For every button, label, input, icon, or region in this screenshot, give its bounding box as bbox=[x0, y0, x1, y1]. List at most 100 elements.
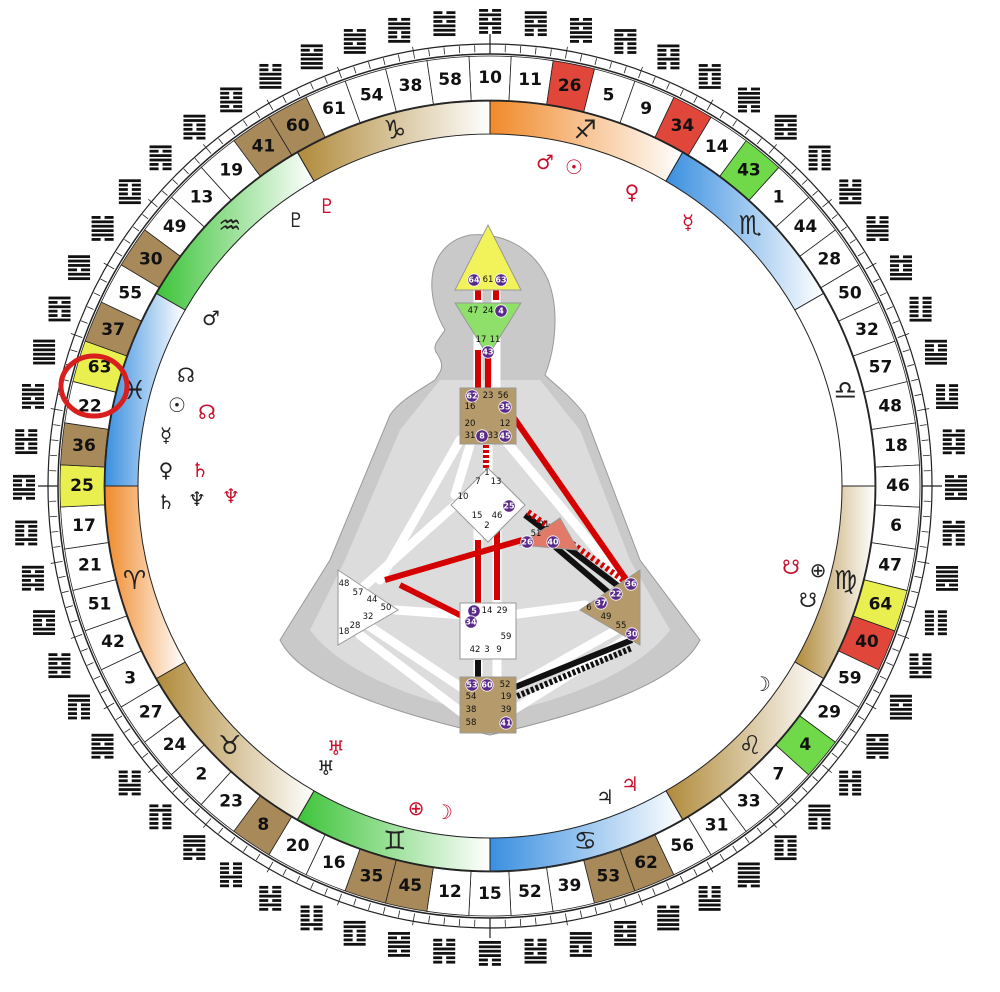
hexagram-icon bbox=[890, 255, 913, 281]
zodiac-sign: ♎ bbox=[834, 376, 857, 406]
gate-number: 45 bbox=[398, 876, 422, 896]
gate-number: 62 bbox=[634, 853, 658, 873]
gate-number: 19 bbox=[219, 161, 243, 181]
activation-badge bbox=[499, 716, 513, 730]
center-gate-label: 43 bbox=[482, 348, 493, 357]
gate-number: 18 bbox=[884, 436, 908, 456]
hexagram-icon bbox=[909, 296, 932, 322]
center-gate-label: 35 bbox=[499, 403, 511, 412]
center-gate-label: 9 bbox=[496, 645, 501, 655]
planet-glyph: ☋ bbox=[799, 588, 817, 612]
gate-number: 58 bbox=[438, 70, 462, 90]
center-gate-label: 5 bbox=[471, 607, 477, 616]
planet-glyph: ☊ bbox=[198, 400, 216, 424]
center-gate-label: 42 bbox=[470, 645, 481, 655]
activation-badge bbox=[481, 345, 495, 359]
gate-number: 26 bbox=[558, 76, 582, 96]
planet-glyph: ☽ bbox=[753, 672, 771, 696]
hexagram-icon bbox=[13, 474, 36, 500]
hexagram-icon bbox=[839, 770, 862, 796]
center-gate-label: 8 bbox=[479, 432, 485, 441]
gate-number: 55 bbox=[118, 284, 142, 304]
center-gate-label: 21 bbox=[539, 520, 550, 530]
hexagram-icon bbox=[569, 932, 592, 957]
hexagram-icon bbox=[942, 520, 965, 546]
center-gate-label: 7 bbox=[475, 477, 480, 487]
gate-number: 7 bbox=[773, 765, 785, 785]
gate-number: 5 bbox=[603, 86, 615, 106]
gate-number: 3 bbox=[124, 668, 136, 688]
center-gate-label: 24 bbox=[483, 306, 494, 316]
activation-badge bbox=[546, 535, 560, 549]
hexagram-ring bbox=[13, 9, 967, 966]
planet-glyph: ☉ bbox=[168, 393, 186, 417]
center-gate-label: 11 bbox=[490, 335, 501, 345]
center-gate-label: 36 bbox=[625, 580, 637, 589]
zodiac-sign: ♋ bbox=[574, 826, 597, 856]
gate-number: 24 bbox=[163, 735, 187, 755]
gate-number: 32 bbox=[855, 320, 879, 340]
hexagram-icon bbox=[220, 87, 243, 113]
center-gate-label: 19 bbox=[501, 692, 512, 702]
activation-badge bbox=[494, 304, 508, 318]
hexagram-icon bbox=[15, 520, 38, 546]
activation-badge bbox=[609, 587, 623, 601]
gate-number: 46 bbox=[886, 476, 910, 496]
gate-number: 39 bbox=[558, 876, 582, 896]
activation-badge bbox=[594, 596, 608, 610]
gate-number: 36 bbox=[72, 436, 96, 456]
hexagram-icon bbox=[343, 920, 366, 946]
gate-number: 54 bbox=[360, 86, 384, 106]
hexagram-icon bbox=[936, 566, 959, 591]
center-gate-label: 20 bbox=[465, 419, 476, 429]
center-gate-label: 26 bbox=[521, 538, 533, 547]
hexagram-icon bbox=[91, 733, 114, 759]
gate-number: 59 bbox=[838, 668, 862, 688]
gate-number: 29 bbox=[817, 703, 841, 723]
hexagram-icon bbox=[48, 296, 71, 322]
center-gate-label: 25 bbox=[503, 502, 515, 511]
activation-badge bbox=[625, 627, 639, 641]
planet-glyph: ♃ bbox=[596, 785, 614, 809]
hexagram-icon bbox=[118, 770, 141, 796]
spleen-center bbox=[337, 569, 399, 646]
gate-number: 10 bbox=[478, 68, 502, 88]
center-gate-label: 29 bbox=[497, 606, 508, 616]
center-gate-label: 61 bbox=[483, 275, 494, 285]
activation-badge bbox=[502, 499, 516, 513]
degree-ticks bbox=[38, 34, 942, 938]
hexagram-icon bbox=[524, 938, 547, 964]
hexagram-icon bbox=[945, 475, 967, 500]
activation-badge bbox=[498, 429, 512, 443]
center-gate-label: 44 bbox=[367, 595, 378, 605]
gate-number: 22 bbox=[78, 396, 102, 416]
activation-badge bbox=[498, 400, 512, 414]
hexagram-icon bbox=[839, 179, 862, 205]
gate-number: 14 bbox=[705, 137, 729, 157]
gate-number: 42 bbox=[101, 632, 125, 652]
hexagram-icon bbox=[15, 429, 38, 455]
planet-glyph: ⊕ bbox=[408, 796, 425, 820]
solar-plexus-center bbox=[579, 569, 641, 646]
center-gate-label: 10 bbox=[458, 492, 469, 502]
planet-glyph: ☉ bbox=[565, 155, 583, 179]
planet-glyph: ☿ bbox=[682, 210, 694, 234]
gate-number: 40 bbox=[855, 632, 879, 652]
gate-number: 64 bbox=[869, 595, 893, 615]
center-gate-label: 16 bbox=[465, 402, 476, 412]
g-center bbox=[450, 467, 526, 543]
center-gate-label: 39 bbox=[501, 705, 512, 715]
center-gate-label: 23 bbox=[483, 391, 494, 401]
center-gate-label: 31 bbox=[465, 431, 476, 441]
gate-number: 50 bbox=[838, 284, 862, 304]
planet-glyph: ♅ bbox=[317, 756, 335, 780]
center-gate-label: 57 bbox=[353, 588, 364, 598]
gate-number: 28 bbox=[817, 249, 841, 269]
activation-badge bbox=[480, 678, 494, 692]
planet-glyph: ☊ bbox=[177, 363, 195, 387]
gate-number: 16 bbox=[322, 853, 346, 873]
hexagram-icon bbox=[808, 145, 831, 171]
zodiac-sign: ♉ bbox=[218, 731, 241, 761]
gate-number: 38 bbox=[399, 76, 423, 96]
activation-badge bbox=[475, 429, 489, 443]
